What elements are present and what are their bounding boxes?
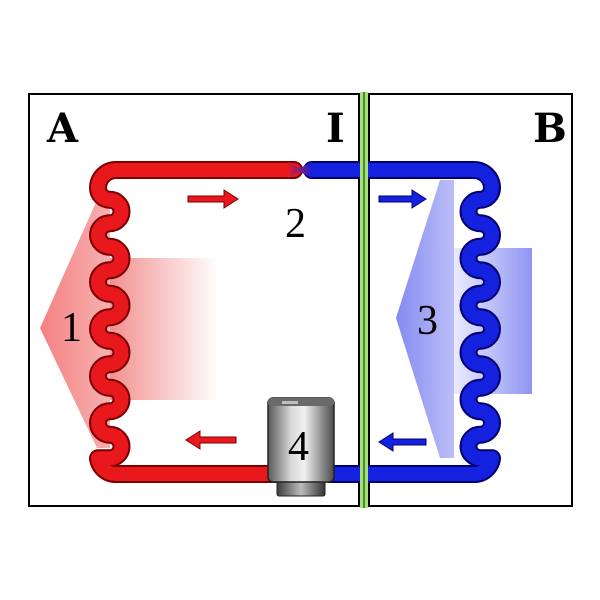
flow-arrow-hot-top xyxy=(187,189,239,209)
region-b-label: B xyxy=(533,105,567,152)
cold-refrigerant-pipe xyxy=(303,161,501,483)
expansion-valve xyxy=(288,162,312,178)
hot-refrigerant-pipe xyxy=(89,161,303,483)
heat-absorb-arrow xyxy=(396,180,454,458)
expansion-valve-label: 2 xyxy=(285,201,306,247)
region-a-frame xyxy=(28,93,360,507)
interface-line-core xyxy=(363,92,365,508)
flow-arrow-hot-bottom xyxy=(185,430,237,450)
interface-label: I xyxy=(326,105,345,152)
compressor-label: 4 xyxy=(288,424,309,470)
flow-arrow-cold-bottom xyxy=(378,432,427,452)
heat-release-band xyxy=(110,258,218,400)
flow-arrow-cold-top xyxy=(378,189,427,209)
evaporator-label: 3 xyxy=(417,298,438,344)
compressor xyxy=(267,397,335,497)
region-b-frame xyxy=(368,93,573,507)
condenser-label: 1 xyxy=(61,305,82,351)
region-a-label: A xyxy=(46,105,79,152)
